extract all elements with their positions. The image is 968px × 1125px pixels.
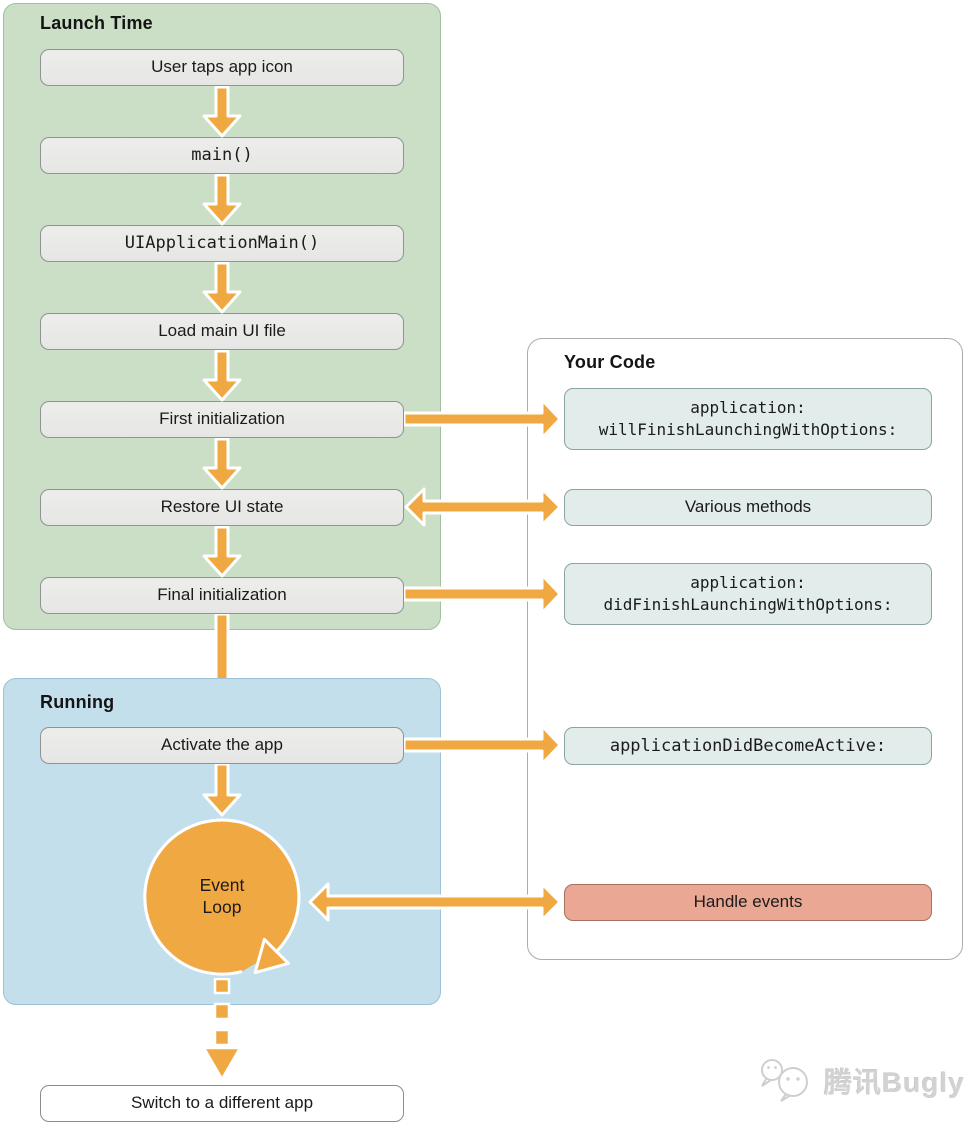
callback-line: didFinishLaunchingWithOptions: [603,595,893,614]
arrow-down-icon [202,262,242,314]
arrow-down-icon [202,350,242,402]
step-switch-to-different-app: Switch to a different app [40,1085,404,1122]
callback-line: willFinishLaunchingWithOptions: [598,420,898,439]
your-code-label: Your Code [564,352,656,372]
event-loop-circle-arrow-icon [143,818,301,976]
running-label: Running [40,692,115,712]
step-restore-ui-state: Restore UI state [40,489,404,526]
event-loop-label: Event Loop [157,870,287,924]
arrow-activate-to-event-loop-icon [202,764,242,817]
callback-line: application: [690,398,806,418]
watermark: 腾讯Bugly [757,1057,965,1105]
callback-did-become-active: applicationDidBecomeActive: [564,727,932,765]
callback-did-finish-launching: application: didFinishLaunchingWithOptio… [564,563,932,625]
arrow-down-icon [202,526,242,578]
arrow-down-icon [202,438,242,490]
step-activate-the-app: Activate the app [40,727,404,764]
arrow-final-init-to-didfinish-icon [404,573,562,615]
arrow-first-init-to-willfinish-icon [404,398,562,440]
arrow-down-icon [202,174,242,226]
callback-line: application: [690,573,806,593]
event-loop-line1: Event [199,875,245,896]
launch-time-label: Launch Time [40,13,153,33]
watermark-text: 腾讯Bugly [824,1067,965,1098]
step-uiapplicationmain: UIApplicationMain() [40,225,404,262]
step-final-initialization: Final initialization [40,577,404,614]
wechat-icon [761,1059,808,1102]
step-load-main-ui-file: Load main UI file [40,313,404,350]
step-first-initialization: First initialization [40,401,404,438]
step-user-taps-app-icon: User taps app icon [40,49,404,86]
callback-will-finish-launching: application: willFinishLaunchingWithOpti… [564,388,932,450]
step-main: main() [40,137,404,174]
arrow-eventloop-handleevents-bidirectional-icon [308,882,562,922]
arrow-restore-various-bidirectional-icon [404,487,562,527]
arrow-down-icon [202,86,242,138]
dashed-arrow-switch-app-icon [202,978,242,1081]
callback-various-methods: Various methods [564,489,932,526]
event-loop-line2: Loop [202,897,242,917]
arrow-activate-to-didbecomeactive-icon [404,724,562,766]
callback-handle-events: Handle events [564,884,932,921]
